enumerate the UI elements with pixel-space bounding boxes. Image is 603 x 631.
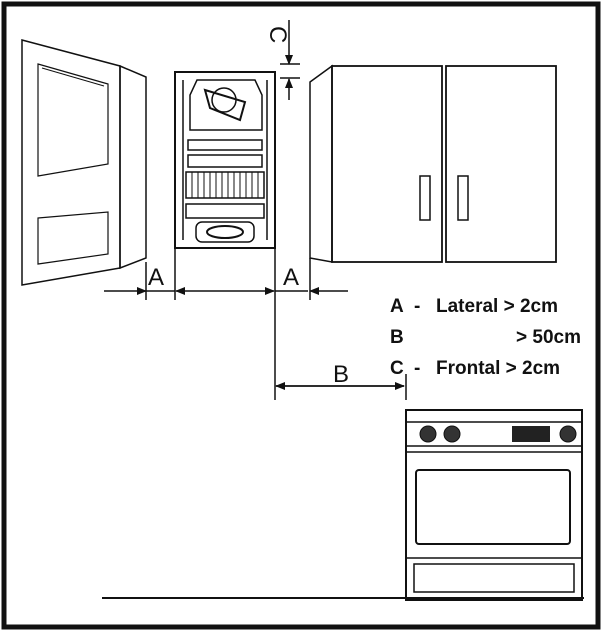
- right-wall-cabinet: [309, 64, 557, 263]
- stove-knob-3: [559, 425, 577, 443]
- legend-key-a: A: [390, 296, 404, 317]
- legend-sep-c: -: [414, 358, 420, 379]
- legend-text-a: Lateral > 2cm: [436, 296, 558, 317]
- dimension-label-c: C: [264, 26, 291, 43]
- dimension-label-a-left: A: [148, 264, 164, 291]
- oven-window: [415, 469, 571, 545]
- stove-knob-1: [419, 425, 437, 443]
- legend-key-b: B: [390, 327, 404, 348]
- stove-knob-2: [443, 425, 461, 443]
- legend-key-c: C: [390, 358, 404, 379]
- dimension-label-b: B: [333, 361, 349, 388]
- left-wall-cabinet: [21, 39, 147, 286]
- stove-drawer: [413, 563, 575, 593]
- dimension-label-a-right: A: [283, 264, 299, 291]
- clearance-legend: A - Lateral > 2cm B > 50cm C - Frontal >…: [390, 296, 581, 379]
- legend-text-b: > 50cm: [516, 327, 581, 348]
- dimension-lines: [104, 20, 407, 400]
- legend-sep-a: -: [414, 296, 420, 317]
- stove-display: [512, 426, 550, 442]
- boiler-unit: [174, 71, 276, 249]
- legend-text-c: Frontal > 2cm: [436, 358, 560, 379]
- stove: [405, 409, 583, 601]
